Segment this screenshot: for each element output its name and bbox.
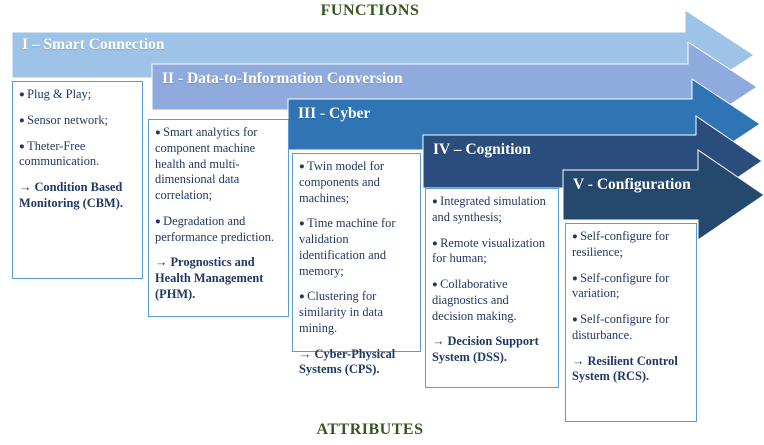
bullet-item: Smart analytics for component machine he… [155, 125, 283, 204]
bullet-item: Self-configure for resilience; [572, 229, 691, 261]
title-attributes: ATTRIBUTES [316, 421, 424, 438]
band-label-smart-connection: I – Smart Connection [22, 36, 165, 53]
bullet-item: Sensor network; [19, 113, 137, 129]
attribute-box-smart-connection: Plug & Play; Sensor network; Theter-Free… [12, 81, 143, 279]
band-label-configuration: V - Configuration [573, 176, 691, 193]
conclusion-text: → Decision Support System (DSS). [432, 334, 539, 364]
attribute-box-cognition: Integrated simulation and synthesis; Rem… [425, 188, 559, 388]
bullet-item: Time machine for validation identificati… [299, 216, 415, 279]
conclusion-text: → Cyber-Physical Systems (CPS). [299, 346, 396, 377]
bullet-item: Collaborative diagnostics and decision m… [432, 277, 553, 324]
conclusion-text: → Condition Based Monitoring (CBM). [19, 180, 123, 210]
bullet-item: Remote visualization for human; [432, 236, 553, 268]
band-label-data-conversion: II - Data-to-Information Conversion [162, 70, 403, 87]
bullet-item: Twin model for components and machines; [299, 159, 415, 206]
band-label-cyber: III - Cyber [298, 105, 371, 122]
bullet-item: Self-configure for disturbance. [572, 312, 691, 344]
bullet-item: Degradation and performance prediction. [155, 214, 283, 246]
arrow-level-5-configuration [562, 149, 764, 241]
attribute-box-configuration: Self-configure for resilience; Self-conf… [565, 223, 697, 422]
band-label-cognition: IV – Cognition [433, 141, 531, 158]
bullet-item: Plug & Play; [19, 87, 137, 103]
attribute-box-data-conversion: Smart analytics for component machine he… [148, 119, 289, 317]
conclusion-text: → Resilient Control System (RCS). [572, 353, 678, 384]
bullet-item: Integrated simulation and synthesis; [432, 194, 553, 226]
bullet-item: Theter-Free communication. [19, 139, 137, 171]
bullet-item: Self-configure for variation; [572, 271, 691, 303]
conclusion-text: → Prognostics and Health Management (PHM… [155, 255, 264, 301]
bullet-item: Clustering for similarity in data mining… [299, 289, 415, 336]
title-functions: FUNCTIONS [320, 2, 420, 19]
attribute-box-cyber: Twin model for components and machines; … [292, 153, 421, 376]
